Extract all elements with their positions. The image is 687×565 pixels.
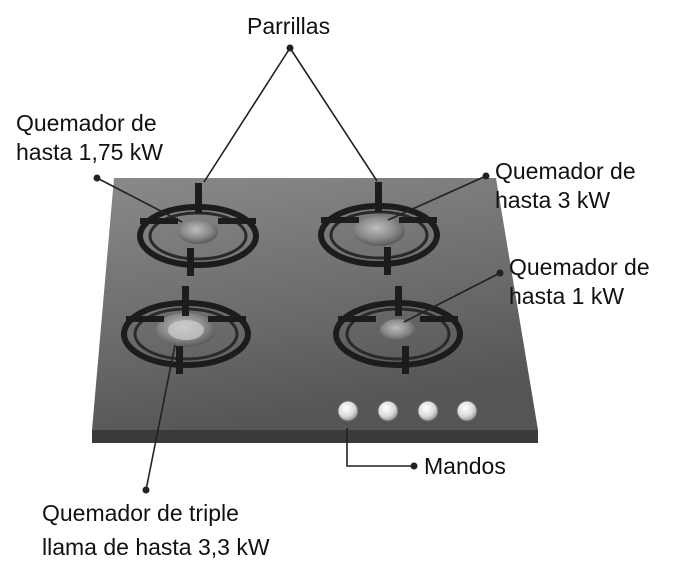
knob-2: [377, 400, 399, 422]
label-burner-triple-line1: Quemador de triple: [42, 500, 239, 526]
control-knobs: [337, 400, 478, 422]
label-burner-175: Quemador de hasta 1,75 kW: [16, 109, 163, 167]
burner-top-left: [137, 183, 259, 276]
leader-burner-175: [96, 177, 183, 223]
label-burner-triple-line2: llama de hasta 3,3 kW: [42, 534, 270, 560]
leader-lines: [96, 47, 501, 491]
label-burner-175-line1: Quemador de: [16, 110, 157, 136]
burner-top-right: [318, 182, 440, 275]
label-burner-triple: Quemador de triple llama de hasta 3,3 kW: [42, 496, 270, 564]
label-burner-3: Quemador de hasta 3 kW: [495, 157, 636, 215]
leader-controls: [346, 428, 414, 467]
leader-burner-3: [387, 175, 487, 221]
label-controls: Mandos: [424, 452, 506, 481]
label-grates: Parrillas: [247, 12, 330, 41]
leader-burner-1: [403, 272, 501, 323]
leader-grates-right: [289, 47, 378, 182]
label-burner-1-line1: Quemador de: [509, 254, 650, 280]
label-controls-text: Mandos: [424, 453, 506, 479]
label-grates-text: Parrillas: [247, 13, 331, 39]
label-burner-175-line2: hasta 1,75 kW: [16, 139, 164, 165]
burner-bottom-left: [121, 286, 251, 374]
leader-dots: [93, 44, 504, 494]
burner-bottom-right: [333, 286, 463, 374]
label-burner-3-line1: Quemador de: [495, 158, 636, 184]
knob-3: [417, 400, 439, 422]
label-burner-3-line2: hasta 3 kW: [495, 187, 611, 213]
leader-burner-triple: [145, 344, 176, 491]
knob-4: [456, 400, 478, 422]
leader-grates-left: [203, 47, 291, 183]
label-burner-1: Quemador de hasta 1 kW: [509, 253, 650, 311]
label-burner-1-line2: hasta 1 kW: [509, 283, 625, 309]
knob-1: [337, 400, 359, 422]
cooktop-front-edge: [92, 430, 538, 443]
